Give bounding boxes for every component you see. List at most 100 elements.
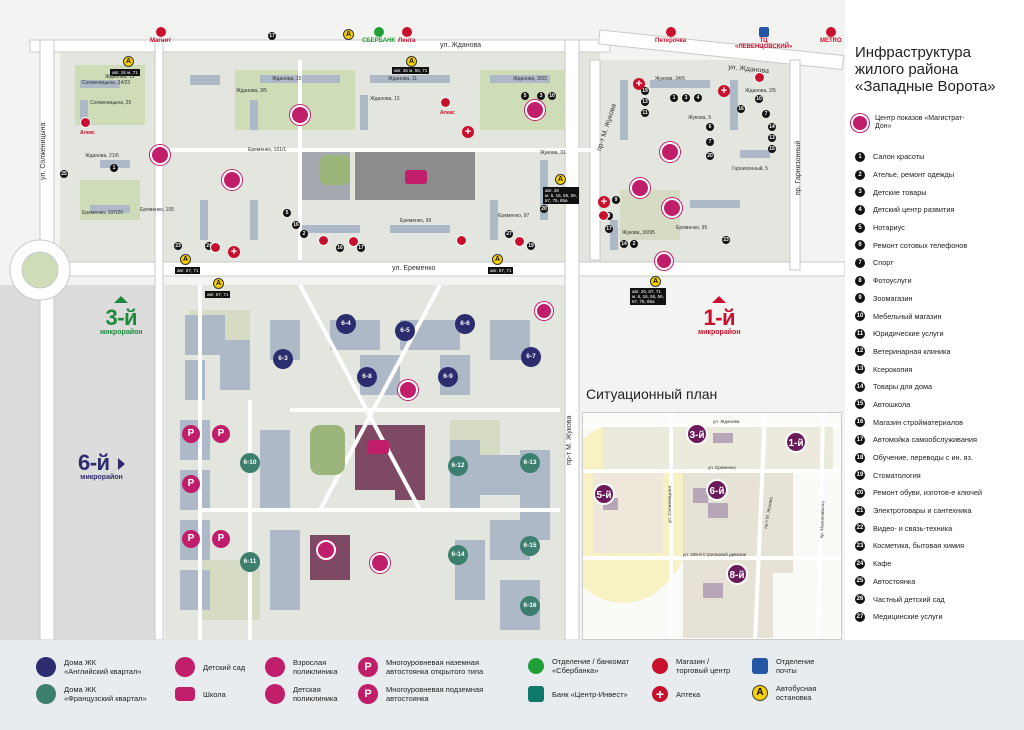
pharmacy-icon[interactable]: + xyxy=(633,78,645,90)
infra-marker[interactable]: 14 xyxy=(620,240,628,248)
infra-marker[interactable]: 19 xyxy=(641,87,649,95)
parking-icon[interactable]: P xyxy=(182,475,200,493)
infra-marker[interactable]: 11 xyxy=(641,109,649,117)
pharmacy-icon[interactable]: + xyxy=(718,85,730,97)
infra-marker[interactable]: 23 xyxy=(174,242,182,250)
infra-marker[interactable]: 13 xyxy=(768,134,776,142)
shop-icon[interactable] xyxy=(348,236,359,247)
shop-icon[interactable] xyxy=(80,117,91,128)
bus-stop-icon[interactable]: А xyxy=(650,276,661,287)
shop-icon[interactable] xyxy=(210,242,221,253)
inset-district-badge[interactable]: 5-й xyxy=(593,483,615,505)
infra-marker[interactable]: 3 xyxy=(537,92,545,100)
inset-district-badge[interactable]: 3-й xyxy=(686,423,708,445)
infra-marker[interactable]: 10 xyxy=(548,92,556,100)
house-english-quarter[interactable]: 6-6 xyxy=(455,314,475,334)
infra-marker[interactable]: 16 xyxy=(737,105,745,113)
infra-marker[interactable]: 6 xyxy=(706,123,714,131)
kindergarten-icon[interactable] xyxy=(525,100,545,120)
kindergarten-icon[interactable] xyxy=(660,142,680,162)
shop-icon[interactable] xyxy=(598,210,609,221)
bus-stop-icon[interactable]: А xyxy=(555,174,566,185)
kindergarten-icon[interactable] xyxy=(150,145,170,165)
situation-plan-inset[interactable]: 3-й 1-й 5-й 6-й 8-й ул. Жданова ул. Ерем… xyxy=(582,412,842,640)
house-english-quarter[interactable]: 6-9 xyxy=(438,367,458,387)
bus-stop-icon[interactable]: А xyxy=(406,56,417,67)
infra-marker[interactable]: 24 xyxy=(205,242,213,250)
shop-icon[interactable] xyxy=(514,236,525,247)
infra-marker[interactable]: 27 xyxy=(505,230,513,238)
pharmacy-icon[interactable]: + xyxy=(228,246,240,258)
infra-marker[interactable]: 19 xyxy=(527,242,535,250)
infra-marker[interactable]: 4 xyxy=(694,94,702,102)
inset-district-badge[interactable]: 8-й xyxy=(726,563,748,585)
bus-stop-icon[interactable]: А xyxy=(213,278,224,289)
poi-sberbank[interactable]: СБЕРБАНК xyxy=(362,27,395,44)
parking-icon[interactable]: P xyxy=(212,530,230,548)
infra-marker[interactable]: 10 xyxy=(755,95,763,103)
main-map[interactable]: ул. Жданова ул. Жданова ул. Еременко ул.… xyxy=(0,0,845,640)
showroom-marker-icon[interactable] xyxy=(535,302,553,320)
infra-marker[interactable]: 5 xyxy=(283,209,291,217)
infra-marker[interactable]: 16 xyxy=(292,221,300,229)
infra-marker[interactable]: 1 xyxy=(670,94,678,102)
kindergarten-icon[interactable] xyxy=(662,198,682,218)
infra-marker[interactable]: 7 xyxy=(762,110,770,118)
house-english-quarter[interactable]: 6-7 xyxy=(521,347,541,367)
bus-stop-icon[interactable]: А xyxy=(343,29,354,40)
kindergarten-icon[interactable] xyxy=(316,540,336,560)
house-french-quarter[interactable]: 6-10 xyxy=(240,453,260,473)
infra-marker[interactable]: 9 xyxy=(612,196,620,204)
poi-tc-leventsovsky[interactable]: ТЦ «ЛЕВЕНЦОВСКИЙ» xyxy=(735,27,792,50)
infra-marker[interactable]: 8 xyxy=(605,212,613,220)
parking-icon[interactable]: P xyxy=(212,425,230,443)
inset-district-badge[interactable]: 6-й xyxy=(706,479,728,501)
house-french-quarter[interactable]: 6-11 xyxy=(240,552,260,572)
infra-marker[interactable]: 14 xyxy=(768,123,776,131)
inset-district-badge[interactable]: 1-й xyxy=(785,431,807,453)
bus-stop-icon[interactable]: А xyxy=(180,254,191,265)
adult-clinic-icon[interactable] xyxy=(630,178,650,198)
poi-pyaterochka[interactable]: Пятерочка xyxy=(655,27,686,44)
kindergarten-icon[interactable] xyxy=(290,105,310,125)
shop-icon[interactable] xyxy=(440,97,451,108)
infra-marker[interactable]: 17 xyxy=(357,244,365,252)
house-french-quarter[interactable]: 6-16 xyxy=(520,596,540,616)
bus-stop-icon[interactable]: А xyxy=(492,254,503,265)
infra-marker[interactable]: 1 xyxy=(110,164,118,172)
parking-icon[interactable]: P xyxy=(182,425,200,443)
poi-magnit[interactable]: Магнит xyxy=(150,27,171,44)
shop-icon[interactable] xyxy=(754,72,765,83)
house-english-quarter[interactable]: 6-3 xyxy=(273,349,293,369)
house-french-quarter[interactable]: 6-12 xyxy=(448,456,468,476)
infra-marker[interactable]: 23 xyxy=(722,236,730,244)
kindergarten-icon[interactable] xyxy=(398,380,418,400)
infra-marker[interactable]: 3 xyxy=(682,94,690,102)
poi-metro[interactable]: METRO xyxy=(820,27,842,44)
pharmacy-icon[interactable]: + xyxy=(462,126,474,138)
house-french-quarter[interactable]: 6-13 xyxy=(520,453,540,473)
infra-marker[interactable]: 5 xyxy=(521,92,529,100)
school-icon[interactable] xyxy=(405,170,427,184)
school-icon[interactable] xyxy=(367,440,389,454)
